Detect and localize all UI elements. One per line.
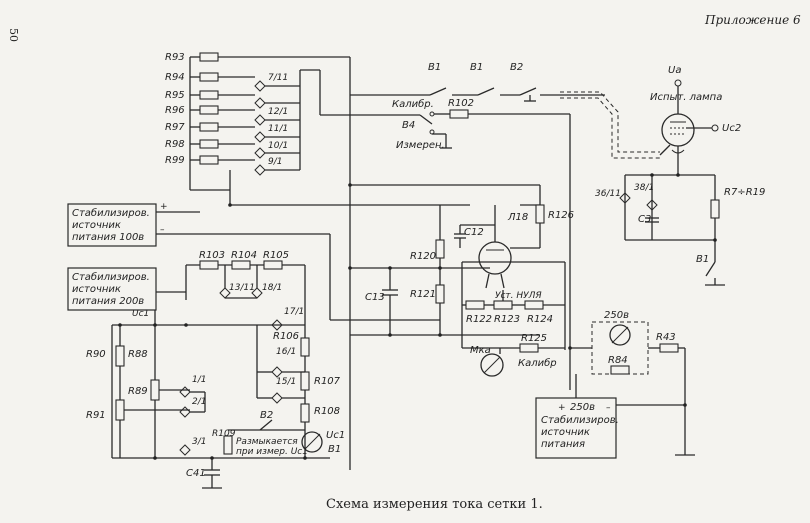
switch-b1-lower: В1: [328, 444, 341, 455]
figure-caption: Схема измерения тока сетки 1.: [326, 497, 543, 512]
supply-100-line1: Стабилизиров.: [72, 207, 150, 219]
r120-label: R120: [410, 251, 436, 262]
contact-7-11: 7/11: [268, 73, 288, 83]
ua-label: Uа: [668, 65, 681, 76]
measure-switch-label: Измерен.: [396, 140, 445, 151]
contact-11-1: 11/1: [268, 124, 288, 134]
r109-label: R109: [212, 429, 236, 439]
lamp18-label: Л18: [507, 212, 528, 223]
contact-13-11: 13/11: [229, 283, 255, 293]
c12-label: С12: [464, 227, 484, 238]
r107-label: R107: [314, 376, 341, 387]
r97-label: R97: [165, 122, 185, 133]
zero-amplifier: [350, 184, 566, 377]
supply-250-minus: –: [606, 403, 611, 413]
r125-label: R125: [521, 333, 547, 344]
r105-label: R105: [263, 250, 289, 261]
r122-label: R122: [466, 314, 492, 325]
calibr-label: Калибр: [518, 357, 557, 369]
r95-label: R95: [165, 90, 185, 101]
r91-label: R91: [86, 410, 106, 421]
contact-36-11: 36/11: [595, 189, 621, 199]
calibr-switch-label: Калибр.: [392, 98, 434, 110]
r104-label: R104: [231, 250, 257, 261]
r123-label: R123: [494, 314, 520, 325]
r98-label: R98: [165, 139, 185, 150]
uc2-label: Uс2: [722, 123, 741, 134]
supply-250v-circuit: [535, 321, 695, 459]
calibration-network: [199, 260, 330, 459]
contact-15-1: 15/1: [276, 377, 296, 387]
page-number: 50: [7, 28, 20, 42]
supply-200-line1: Стабилизиров.: [72, 271, 150, 283]
c13-label: С13: [365, 292, 385, 303]
switch-b1-tube: В1: [696, 254, 709, 265]
supply-250-line3: источник: [541, 427, 590, 438]
r88-label: R88: [128, 349, 148, 360]
supply-250-line2: Стабилизиров.: [541, 414, 619, 426]
contact-38-1: 38/1: [634, 183, 654, 193]
supply-200-uc1: Uс1: [132, 309, 149, 319]
r99-label: R99: [165, 155, 185, 166]
opens-line2: при измер. Uс1: [236, 447, 308, 457]
r121-label: R121: [410, 289, 436, 300]
r102-label: R102: [448, 98, 474, 109]
r7-r19-label: R7÷R19: [724, 187, 765, 198]
microammeter-label: Мка: [470, 345, 491, 356]
contact-2-1: 2/1: [192, 397, 206, 407]
switch-b2-lower: В2: [260, 410, 273, 421]
contact-17-1: 17/1: [284, 307, 304, 317]
c3-label: С3: [638, 214, 651, 225]
r124-label: R124: [527, 314, 553, 325]
r89-label: R89: [128, 386, 148, 397]
zero-set-label: Уст. НУЛЯ: [495, 291, 542, 301]
supply-250-volts: 250в: [570, 402, 595, 413]
switch-b1-top-a: В1: [428, 62, 441, 73]
supply-250-plus: +: [558, 403, 566, 413]
r103-label: R103: [199, 250, 225, 261]
r126-label: R126: [548, 210, 574, 221]
r94-label: R94: [165, 72, 185, 83]
r43-label: R43: [656, 332, 676, 343]
contact-18-1: 18/1: [262, 283, 282, 293]
supply-200-line3: питания 200в: [72, 296, 144, 307]
range-resistor-ladder: [189, 52, 470, 470]
supply-100-line2: источник: [72, 220, 121, 231]
opens-line1: Размыкается: [236, 437, 298, 447]
r106-label: R106: [273, 331, 299, 342]
test-tube-circuit: [560, 79, 725, 286]
switch-b4-label: В4: [402, 120, 415, 131]
r96-label: R96: [165, 105, 185, 116]
r90-label: R90: [86, 349, 106, 360]
contact-12-1: 12/1: [268, 107, 288, 117]
r108-label: R108: [314, 406, 340, 417]
contact-10-1: 10/1: [268, 141, 288, 151]
supply-100v-box: [67, 203, 440, 321]
supply-100-plus: +: [160, 202, 168, 212]
test-lamp-label: Испыт. лампа: [650, 92, 722, 103]
c41-label: С41: [186, 468, 206, 479]
contacts-1-3: [179, 386, 191, 456]
supply-200v-box: [67, 264, 306, 459]
supply-100-minus: –: [160, 225, 165, 235]
control-switches: [320, 87, 605, 390]
page-header: Приложение 6: [704, 13, 801, 27]
supply-250-line4: питания: [541, 439, 585, 450]
contact-16-1: 16/1: [276, 347, 296, 357]
supply-100-line3: питания 100в: [72, 232, 144, 243]
r84-label: R84: [608, 355, 628, 366]
contact-1-1: 1/1: [192, 375, 206, 385]
r93-label: R93: [165, 52, 185, 63]
switch-b2-top: В2: [510, 62, 523, 73]
junction-dots: [118, 173, 717, 460]
contact-9-1: 9/1: [268, 157, 282, 167]
v250-meter-label: 250в: [604, 310, 629, 321]
contact-3-1: 3/1: [192, 437, 206, 447]
switch-b1-top-b: В1: [470, 62, 483, 73]
uc1-meter-label: Uс1: [326, 430, 345, 441]
supply-200-line2: источник: [72, 284, 121, 295]
